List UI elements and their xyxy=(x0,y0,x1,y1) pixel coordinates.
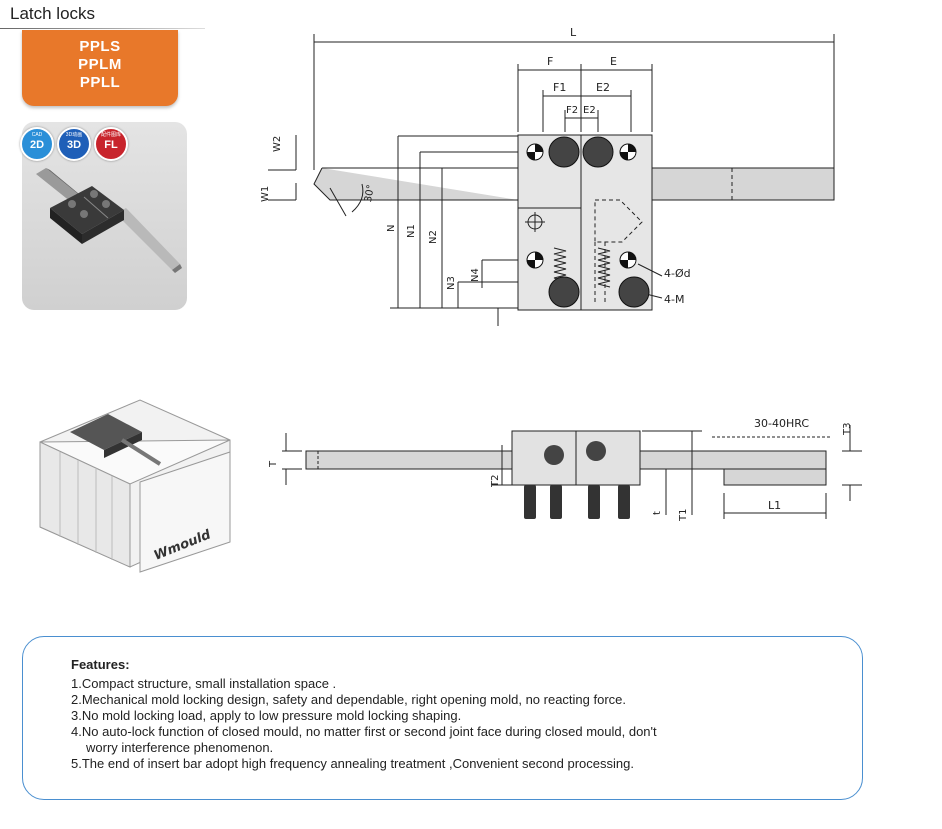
latch-lock-photo xyxy=(36,168,182,273)
dim-E2-small: E2 xyxy=(583,105,596,116)
product-photo-card: CAD 2D 3D动画 3D 配件图库 FL xyxy=(20,122,187,310)
hardness-label: 30-40HRC xyxy=(754,417,809,430)
dim-N1: N1 xyxy=(406,224,417,238)
cad-2d-badge[interactable]: CAD 2D xyxy=(20,127,54,161)
3d-animation-badge[interactable]: 3D动画 3D xyxy=(57,127,91,161)
dim-t: t xyxy=(652,511,663,515)
model-pplm: PPLM xyxy=(78,56,122,73)
badge-small-label: CAD xyxy=(31,132,43,138)
dim-F: F xyxy=(547,55,553,68)
side-bolts xyxy=(524,441,630,519)
badge-big-label: 2D xyxy=(29,139,45,151)
feature-line: 3.No mold locking load, apply to low pre… xyxy=(71,708,462,723)
badge-small-label: 3D动画 xyxy=(65,132,83,138)
dim-N3: N3 xyxy=(446,276,457,290)
feature-line: 1.Compact structure, small installation … xyxy=(71,676,337,691)
badge-big-label: 3D xyxy=(66,139,82,151)
dim-angle: 30° xyxy=(363,184,377,203)
dim-T2: T2 xyxy=(490,475,501,488)
dim-L: L xyxy=(570,26,577,39)
dim-W2: W2 xyxy=(272,136,283,152)
bolt-heads xyxy=(526,136,650,308)
dim-T: T xyxy=(268,460,279,468)
model-ppll: PPLL xyxy=(79,74,121,91)
model-pplS: PPLS xyxy=(79,38,121,55)
dim-T3: T3 xyxy=(842,423,853,436)
dim-E2: E2 xyxy=(596,81,610,94)
fl-badge[interactable]: 配件图库 FL xyxy=(94,127,128,161)
dim-N: N xyxy=(386,225,397,232)
dim-N2: N2 xyxy=(428,230,439,244)
model-tag: PPLS PPLM PPLL xyxy=(22,30,178,106)
mold-illustration: Wmould xyxy=(39,399,231,573)
dim-F1: F1 xyxy=(553,81,566,94)
feature-line: 4.No auto-lock function of closed mould,… xyxy=(71,724,657,739)
side-view-drawing: T T2 t T1 T3 L1 30-40HRC xyxy=(268,417,862,522)
dim-W1: W1 xyxy=(260,186,271,202)
dim-F2: F2 xyxy=(566,105,578,116)
feature-line: worry interference phenomenon. xyxy=(86,740,274,755)
dim-N4: N4 xyxy=(470,268,481,282)
feature-line: 2.Mechanical mold locking design, safety… xyxy=(71,692,627,707)
badge-small-label: 配件图库 xyxy=(100,132,121,138)
dim-screw: 4-M xyxy=(664,293,684,306)
dim-E: E xyxy=(610,55,617,68)
page-title: Latch locks xyxy=(10,4,96,23)
dim-hole: 4-Ød xyxy=(664,267,691,280)
feature-line: 5.The end of insert bar adopt high frequ… xyxy=(71,756,634,771)
dim-L1: L1 xyxy=(768,499,781,512)
features-panel xyxy=(22,636,863,800)
features-heading: Features: xyxy=(71,657,130,672)
dim-T1: T1 xyxy=(678,509,689,522)
top-view-drawing: L F E F1 E2 F2 E2 W2 W1 30° N N1 N2 N3 N… xyxy=(260,26,835,326)
badge-big-label: FL xyxy=(104,139,118,151)
title-divider xyxy=(0,28,205,29)
